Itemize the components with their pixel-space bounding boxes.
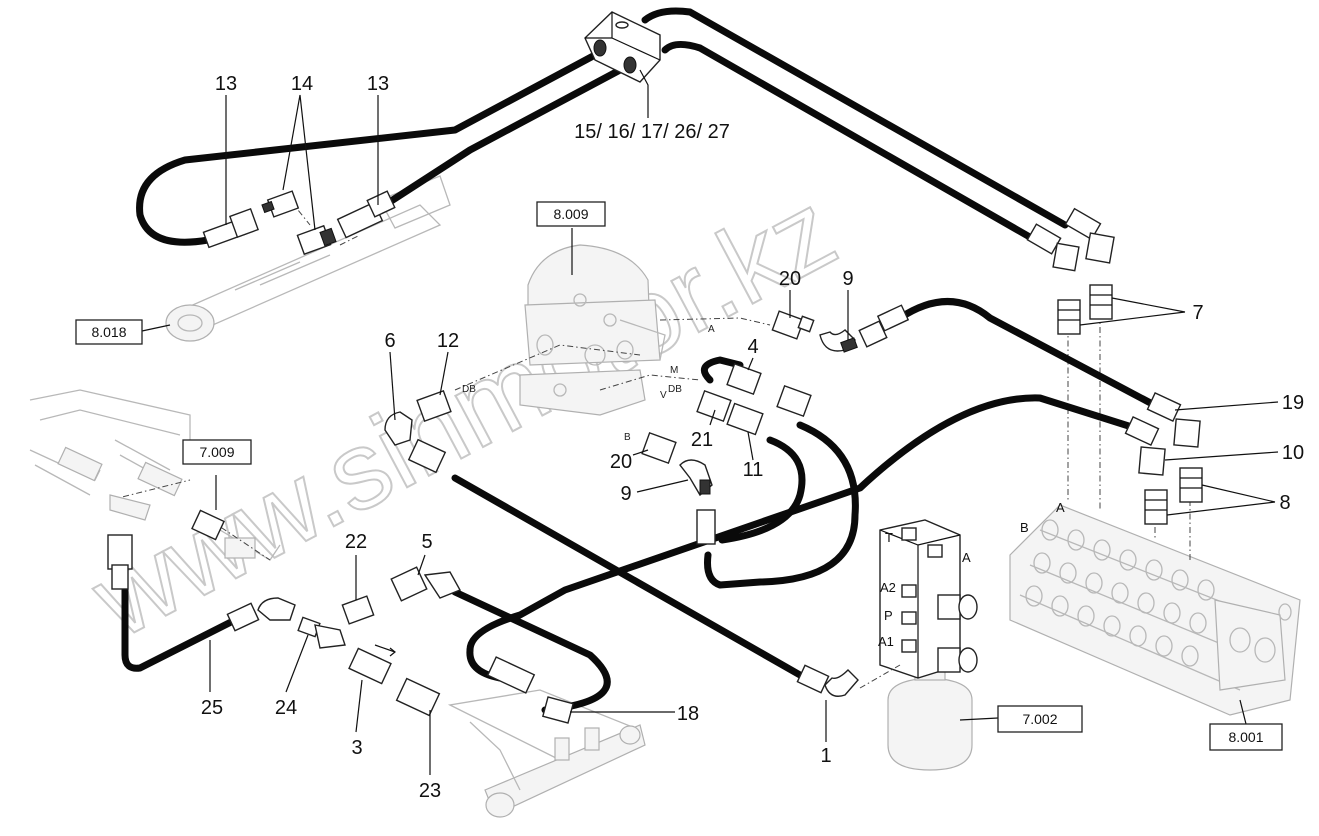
port-db-right: DB	[668, 384, 682, 395]
valve-spool	[1137, 592, 1155, 614]
fittings	[107, 11, 1203, 724]
callout-9-bottom: 9	[620, 483, 631, 505]
callout-19: 19	[1282, 392, 1304, 414]
port-a: A	[708, 324, 715, 335]
valve-spool	[1051, 595, 1069, 617]
port-db-left: DB	[462, 384, 476, 395]
cylinder-8018-ghost	[165, 175, 451, 342]
callout-12: 12	[437, 330, 459, 352]
callout-24: 24	[275, 697, 297, 719]
reference-boxes: 8.009 8.018 7.009 7.002 8.001	[75, 201, 1283, 751]
control-valve-8001	[1009, 504, 1301, 716]
callout-3: 3	[351, 737, 362, 759]
callout-1: 1	[820, 745, 831, 767]
ref-7002: 7.002	[997, 705, 1083, 733]
callout-10: 10	[1282, 442, 1304, 464]
callout-23: 23	[419, 780, 441, 802]
svg-text:7.009: 7.009	[199, 444, 234, 460]
valve-spool	[1181, 645, 1199, 667]
block-port-t: T	[885, 530, 893, 545]
valve-spool	[1163, 602, 1181, 624]
callout-11: 11	[743, 459, 764, 481]
port-b: B	[624, 432, 631, 443]
callout-20-top: 20	[779, 268, 801, 290]
svg-text:8.001: 8.001	[1228, 729, 1263, 745]
callout-25: 25	[201, 697, 223, 719]
callout-14: 14	[291, 73, 313, 95]
callout-21: 21	[691, 429, 713, 451]
ref-7009: 7.009	[182, 439, 252, 465]
callout-13-right: 13	[367, 73, 389, 95]
manifold-ghost-bottom	[447, 689, 646, 818]
accumulator-7002	[887, 664, 973, 771]
svg-text:8.018: 8.018	[91, 324, 126, 340]
ref-8001: 8.001	[1209, 723, 1283, 751]
pump-motor-8009	[519, 244, 666, 416]
valve-spool	[1077, 605, 1095, 627]
valve-spool	[1197, 579, 1215, 601]
valve-spool	[1129, 625, 1147, 647]
valve-spool	[1111, 582, 1129, 604]
callout-5: 5	[421, 531, 432, 553]
leader-lines	[141, 69, 1279, 775]
svg-text:7.002: 7.002	[1022, 711, 1057, 727]
ghost-pipes-left	[29, 389, 281, 561]
block-port-p: P	[884, 608, 893, 623]
callout-7: 7	[1192, 302, 1203, 324]
callout-4: 4	[747, 336, 758, 358]
callout-8: 8	[1279, 492, 1290, 514]
svg-text:8.009: 8.009	[553, 206, 588, 222]
valve-spool	[1145, 559, 1163, 581]
valve-block	[879, 519, 978, 679]
callout-22: 22	[345, 531, 367, 553]
valve-spool	[1103, 615, 1121, 637]
valve-port-b: B	[1020, 520, 1029, 535]
valve-spool	[1041, 519, 1059, 541]
hoses	[121, 7, 1164, 714]
callout-13-left: 13	[215, 73, 237, 95]
valve-spool	[1119, 549, 1137, 571]
valve-spool	[1155, 635, 1173, 657]
valve-port-a: A	[1056, 500, 1065, 515]
valve-spool	[1189, 612, 1207, 634]
valve-spool	[1171, 569, 1189, 591]
clamp-block	[584, 11, 661, 83]
block-port-a: A	[962, 550, 971, 565]
port-m: M	[670, 365, 678, 376]
callout-18: 18	[677, 703, 699, 725]
valve-spool	[1093, 539, 1111, 561]
callout-6: 6	[384, 330, 395, 352]
port-labels: A M DB V DB B A B T A A2 P A1	[462, 324, 1065, 649]
port-v: V	[660, 390, 667, 401]
valve-spool	[1025, 585, 1043, 607]
callout-numbers: 13 14 13 15/ 16/ 17/ 26/ 27 20 9 7 6 12 …	[201, 73, 1304, 802]
valve-spool	[1085, 572, 1103, 594]
block-port-a1: A1	[878, 634, 894, 649]
valve-spool	[1033, 552, 1051, 574]
block-port-a2: A2	[880, 580, 896, 595]
ref-8009: 8.009	[536, 201, 606, 227]
valve-spool	[1059, 562, 1077, 584]
ref-8018: 8.018	[75, 319, 143, 345]
callout-20-bottom: 20	[610, 451, 632, 473]
valve-spool	[1067, 529, 1085, 551]
callout-15-27: 15/ 16/ 17/ 26/ 27	[574, 121, 730, 143]
callout-9-top: 9	[842, 268, 853, 290]
